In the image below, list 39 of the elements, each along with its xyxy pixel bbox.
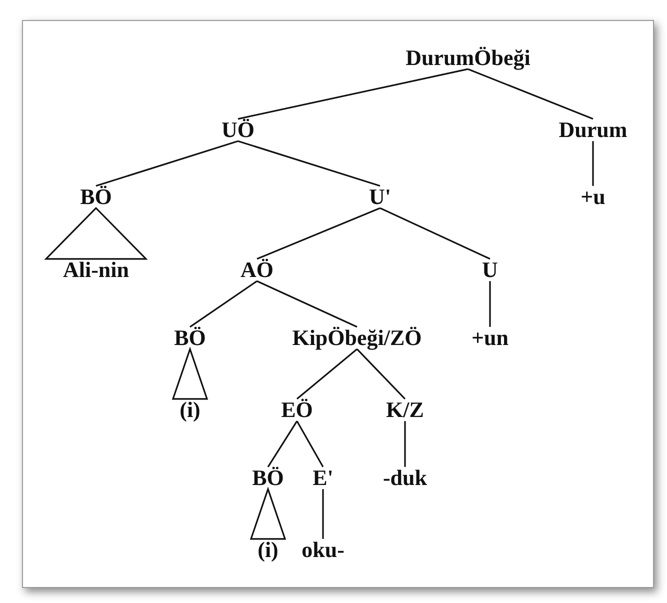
- tree-label: U': [369, 184, 391, 209]
- tree-label: Ali-nin: [62, 256, 130, 282]
- tree-branch: [296, 348, 358, 400]
- tree-label: BÖ: [252, 464, 284, 490]
- triangle-branch: [44, 206, 148, 260]
- tree-label: (i): [180, 396, 200, 422]
- tree-branch: [96, 140, 238, 187]
- tree-branch: [238, 68, 468, 120]
- tree-label: +u: [580, 184, 606, 209]
- tree-label: BÖ: [80, 184, 112, 209]
- tree-branch: [256, 207, 380, 260]
- triangle-branch: [250, 486, 286, 540]
- tree-branch: [468, 68, 594, 120]
- tree-label: Durum: [558, 116, 628, 142]
- tree-label: BÖ: [174, 324, 206, 350]
- tree-branch: [356, 348, 406, 400]
- tree-label: (i): [258, 536, 278, 562]
- tree-label: +un: [472, 324, 508, 350]
- tree-label: U: [482, 256, 498, 282]
- tree-branch: [404, 421, 406, 467]
- tree-label: DurumÖbeği: [406, 44, 530, 70]
- tree-branch: [489, 281, 491, 327]
- tree-label: oku-: [302, 536, 344, 562]
- tree-branch: [190, 280, 258, 328]
- tree-label: E': [312, 464, 334, 490]
- tree-branch: [296, 420, 324, 468]
- tree-branch: [267, 420, 298, 468]
- tree-branch: [256, 280, 358, 328]
- tree-branch: [238, 140, 380, 187]
- tree-branch: [380, 207, 490, 260]
- tree-label: EÖ: [281, 396, 313, 422]
- triangle-branch: [172, 346, 208, 400]
- tree-label: K/Z: [386, 396, 424, 422]
- tree-label: AÖ: [240, 256, 274, 282]
- tree-label: -duk: [382, 464, 428, 490]
- tree-label: KipÖbeği/ZÖ: [292, 324, 422, 350]
- tree-branch: [322, 489, 324, 539]
- tree-branch: [592, 141, 594, 186]
- tree-label: UÖ: [222, 116, 254, 142]
